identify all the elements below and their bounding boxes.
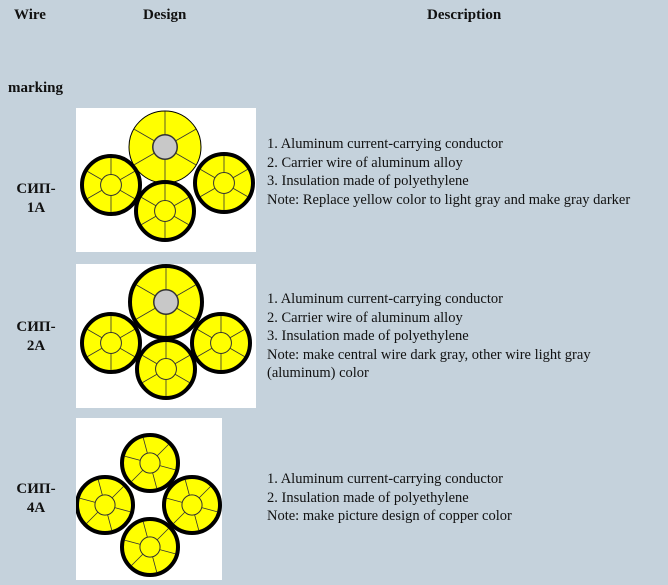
conductor-wire (75, 475, 135, 535)
conductor-wire (80, 154, 142, 216)
description-line: 1. Aluminum current-carrying conductor (267, 291, 503, 307)
wire-marking-1: СИП- 1A (0, 180, 72, 218)
description-line: 3. Insulation made of polyethylene (267, 173, 469, 189)
description-line: 1. Aluminum current-carrying conductor (267, 136, 503, 152)
description-note: Note: make central wire dark gray, other… (267, 346, 591, 382)
wire-marking-3: СИП- 4A (0, 480, 72, 518)
conductor-wire (193, 152, 255, 214)
marking-text: 2A (26, 338, 46, 354)
conductor-wire (162, 475, 222, 535)
description-line: 2. Carrier wire of aluminum alloy (267, 154, 463, 171)
marking-text: СИП- (16, 319, 56, 335)
description-2: 1. Aluminum current-carrying conductor 2… (267, 290, 662, 383)
conductor-wire (120, 517, 180, 577)
description-note: Note: Replace yellow color to light gray… (267, 191, 631, 208)
wire-marking-2: СИП- 2A (0, 318, 72, 356)
marking-text: 1A (26, 200, 46, 216)
description-note: Note: make picture design of copper colo… (267, 508, 512, 524)
description-line: 2. Insulation made of polyethylene (267, 489, 469, 506)
cable-diagram-1 (80, 110, 255, 242)
marking-text: СИП- (16, 181, 56, 197)
carrier-wire (128, 264, 204, 340)
carrier-wire (128, 110, 202, 184)
design-image-2 (76, 264, 256, 408)
cable-diagram-3 (75, 433, 222, 577)
design-image-1 (76, 108, 256, 252)
marking-text: СИП- (16, 481, 56, 497)
conductor-wire (80, 312, 142, 374)
description-1: 1. Aluminum current-carrying conductor 2… (267, 135, 662, 209)
header-wire: Wire (14, 7, 46, 23)
cable-diagram-2 (80, 264, 252, 400)
description-line: 2. Carrier wire of aluminum alloy (267, 309, 463, 326)
design-image-3 (75, 418, 222, 580)
header-description: Description (427, 7, 502, 23)
conductor-wire (190, 312, 252, 374)
description-3: 1. Aluminum current-carrying conductor 2… (267, 470, 662, 526)
marking-text: 4A (26, 500, 46, 516)
description-line: 1. Aluminum current-carrying conductor (267, 471, 503, 487)
conductor-wire (135, 338, 197, 400)
conductor-wire (120, 433, 180, 493)
header-design: Design (143, 7, 187, 23)
header-marking: marking (8, 80, 64, 96)
conductor-wire (134, 180, 196, 242)
description-line: 3. Insulation made of polyethylene (267, 328, 469, 344)
